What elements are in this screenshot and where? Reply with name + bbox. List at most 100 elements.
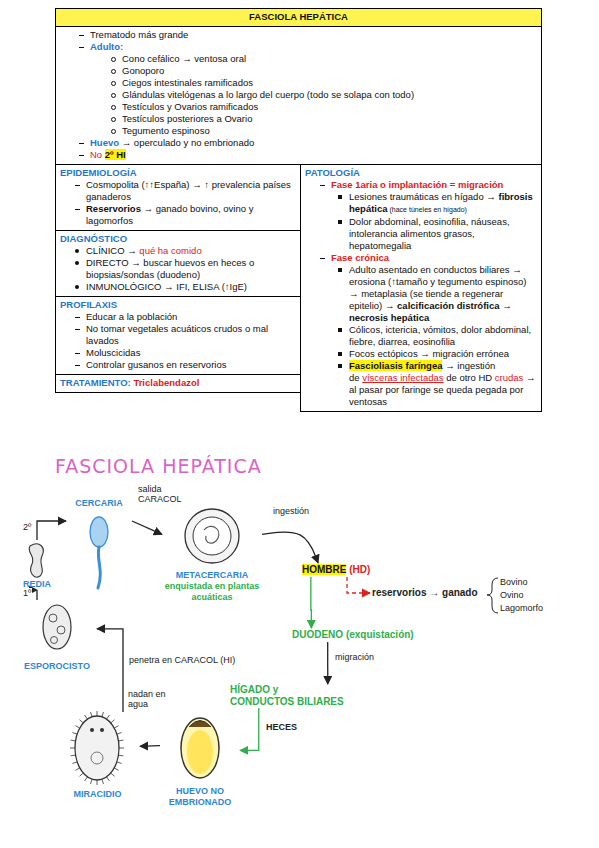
cilium [118,740,123,742]
edge-label: 2º [22,522,32,532]
edge-label: 1º [22,588,32,598]
list-line: Gonoporo [60,65,537,77]
list-line: Controlar gusanos en reservorios [60,359,296,371]
text-run: crudas [495,372,524,383]
text-run: TRATAMIENTO: [60,377,131,388]
stage-node: MIRACIDIO [55,712,140,800]
bullet [75,317,80,318]
text-run: Lesiones traumáticas en hígado → [349,191,496,202]
text-run: Testículos posteriores a Ovario [122,113,252,124]
host-label: Lagomorfo [500,603,543,613]
bullet [75,185,80,186]
bullet [79,155,84,156]
stage-node: HÍGADO y CONDUCTOS BILIARES [230,684,345,708]
metacercaria-cyst [185,509,239,563]
list-line: Adulto asentado en conductos biliares → … [305,264,537,324]
list-line: Ciegos intestinales ramificados [60,77,537,89]
list-line: PATOLOGÍA [305,167,537,179]
cilium [79,720,83,723]
cilium [91,779,93,784]
bullet [338,195,342,199]
bullet [111,69,116,74]
cilium [75,726,79,728]
esporocisto-germ [51,637,58,644]
metacercaria-larva [204,526,219,543]
table-cell: TRATAMIENTO:Triclabendazol [55,374,301,393]
cilium [72,762,77,764]
connector [36,590,37,600]
text-run: Huevo [90,137,119,148]
esporocisto-figure [43,605,71,649]
stage-label: MIRACIDIO [74,789,122,800]
connector [327,642,328,684]
list-line: Reservorios→ ganado bovino, ovino y lago… [60,203,296,227]
cilium [107,715,110,719]
text-run: PROFILAXIS [60,299,117,310]
bullet [338,268,342,272]
cilium [72,733,77,735]
bullet [111,117,116,122]
stage-node: HUEVO NO EMBRIONADO [160,712,240,808]
text-run: DIAGNÓSTICO [60,233,127,244]
list-line: CLÍNICO →qué ha comido [60,245,296,257]
text-run: Testículos y Ovarios ramificados [122,101,258,112]
bullet [338,220,342,224]
list-line: Adulto: [60,41,537,53]
stage-label: (HD) [349,564,370,575]
miracidio-germ [91,752,103,764]
connector [140,745,160,747]
table-cell: EPIDEMIOLOGÍACosmopolita (↑↑España) → ↑ … [55,164,301,231]
text-run: vísceras infectadas [362,372,443,383]
stage-node: DUODENO (exquistación) [290,628,416,642]
cilium [117,762,122,764]
text-run: 2º HI [105,149,126,160]
stage-label: enquistada en plantas acuáticas [162,581,262,603]
list-line: Fase 1aria o implantación = migración [305,179,537,191]
table-cell: FASCIOLA HEPÁTICA [55,8,542,27]
cilium [85,777,88,781]
bullet [79,35,84,36]
text-run: Trematodo más grande [90,29,188,40]
stage-node: reservorios → ganado [370,586,480,600]
list-line: FASCIOLA HEPÁTICA [60,11,537,23]
table-cell: DIAGNÓSTICOCLÍNICO →qué ha comidoDIRECTO… [55,230,301,297]
cercaria-tail [98,547,100,588]
egg-operculum [189,721,211,728]
text-run: PATOLOGÍA [305,167,360,178]
bullet [75,353,80,354]
text-run: qué ha comido [139,245,201,256]
table-cell: Trematodo más grandeAdulto:Cono cefálico… [55,26,542,165]
text-run: Educar a la población [86,311,177,322]
text-run: Triclabendazol [133,377,199,388]
miracidio-eyespot [100,728,104,732]
text-run: Fascioliasis faríngea [349,360,442,371]
stage-label: HÍGADO y CONDUCTOS BILIARES [230,684,345,708]
list-line: EPIDEMIOLOGÍA [60,167,296,179]
text-run: Dolor abdominal, eosinofilia, náuseas, i… [349,216,510,251]
connector [97,629,123,712]
list-line: Cólicos, ictericia, vómitos, dolor abdom… [305,324,537,348]
bullet [320,258,325,259]
text-run: → operculado y no embrionado [122,137,255,148]
stage-label: reservorios → ganado [372,587,478,598]
list-line: DIRECTO → buscar huevos en heces o biops… [60,257,296,281]
edge-label: nadan en agua [127,689,173,709]
text-run: Glándulas vitelógenas a lo largo del cue… [122,89,414,100]
bullet [75,261,79,265]
text-run: Fase 1aria o implantación = migración [331,179,503,190]
host-label: Bovino [500,577,528,587]
connector [37,521,66,540]
list-line: Cono cefálico → ventosa oral [60,53,537,65]
stage-label: CERCARIA [75,498,123,509]
text-run: Cosmopolita (↑↑España) → ↑ prevalencia p… [86,179,291,202]
bullet [111,57,116,62]
cilium [85,715,88,719]
metacercaria-wall [193,517,231,555]
list-line: Trematodo más grande [60,29,537,41]
stage-node: CERCARIA [66,498,132,590]
cilium [111,773,115,776]
stage-node: METACERCARIAenquistada en plantas acuáti… [162,505,262,603]
text-run: Cólicos, ictericia, vómitos, dolor abdom… [349,324,531,347]
list-line: Tegumento espinoso [60,125,537,137]
egg-content [187,730,213,774]
